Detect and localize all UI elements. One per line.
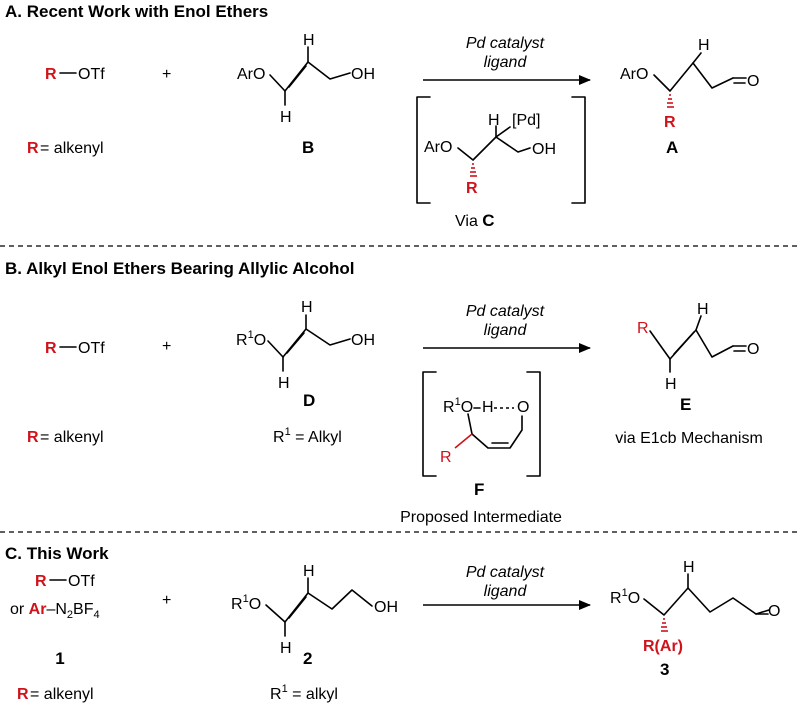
intermediate-c-pd: [Pd] — [512, 112, 540, 129]
section-c: C. This Work R OTf or Ar–N2BF4 1 R = alk… — [5, 544, 780, 703]
r1-definition: R1 = Alkyl — [273, 426, 342, 446]
section-b: B. Alkyl Enol Ethers Bearing Allylic Alc… — [5, 259, 763, 526]
bracket-left — [422, 371, 437, 477]
product-a-hashed-bond — [667, 94, 674, 108]
product-3-h: H — [683, 559, 695, 576]
plus-sign: + — [162, 592, 171, 609]
product-e-r: R — [637, 320, 649, 337]
product-3-r-ar: R(Ar) — [643, 638, 683, 655]
section-c-title: C. This Work — [5, 544, 109, 563]
substrate-2-h-top: H — [303, 563, 315, 580]
r-definition-r: R — [27, 429, 39, 446]
substrate-b-aro: ArO — [237, 66, 265, 83]
intermediate-f-label: F — [474, 480, 484, 499]
substrate-2-h-bottom: H — [280, 640, 292, 657]
substrate-d-double-bond — [286, 332, 305, 354]
condition-line-1: Pd catalyst — [466, 35, 545, 52]
r-definition-r: R — [17, 686, 29, 703]
via-text: Via C — [455, 211, 495, 230]
section-a: A. Recent Work with Enol Ethers R OTf + … — [5, 2, 759, 230]
reagent-otf: OTf — [68, 573, 95, 590]
via-label: C — [482, 211, 494, 230]
condition-line-2: ligand — [484, 322, 528, 339]
r1-definition: R1 = alkyl — [270, 683, 338, 703]
intermediate-f-skeleton — [467, 413, 523, 449]
substrate-2-r1o: R1O — [231, 593, 261, 613]
substrate-2-oh: OH — [374, 599, 398, 616]
intermediate-c-hashed-bond — [470, 163, 477, 177]
product-3-hashed-bond — [661, 618, 668, 632]
bracket-right — [571, 96, 586, 204]
r-definition-text: = alkenyl — [40, 140, 104, 157]
condition-line-2: ligand — [484, 54, 528, 71]
intermediate-c-oh: OH — [532, 141, 556, 158]
product-a-o: O — [747, 73, 759, 90]
substrate-d-oh: OH — [351, 332, 375, 349]
condition-line-1: Pd catalyst — [466, 564, 545, 581]
product-e-caption: via E1cb Mechanism — [615, 430, 763, 447]
substrate-d-h-top: H — [301, 299, 313, 316]
product-3-o: O — [768, 603, 780, 620]
intermediate-f-r-bond — [454, 433, 473, 449]
product-a-h: H — [698, 37, 710, 54]
product-a-r: R — [664, 114, 676, 131]
intermediate-c-h: H — [488, 112, 500, 129]
product-e-h-bottom: H — [665, 376, 677, 393]
substrate-b-skeleton — [269, 61, 351, 92]
product-3-label: 3 — [660, 660, 669, 679]
bracket-left — [416, 96, 431, 204]
substrate-d-h-bottom: H — [278, 375, 290, 392]
substrate-b-h-top: H — [303, 32, 315, 49]
intermediate-caption: Proposed Intermediate — [400, 509, 562, 526]
product-e-label: E — [680, 395, 691, 414]
r-definition-r: R — [27, 140, 39, 157]
condition-line-1: Pd catalyst — [466, 303, 545, 320]
substrate-b-label: B — [302, 138, 314, 157]
condition-line-2: ligand — [484, 583, 528, 600]
substrate-2-skeleton — [265, 589, 373, 623]
substrate-b-h-bottom: H — [280, 109, 292, 126]
product-3-skeleton — [643, 587, 770, 616]
intermediate-f-o2: O — [517, 399, 529, 416]
product-e-double-bond — [673, 331, 695, 355]
substrate-b-double-bond — [288, 65, 307, 88]
plus-sign: + — [162, 66, 171, 83]
section-b-title: B. Alkyl Enol Ethers Bearing Allylic Alc… — [5, 259, 355, 278]
reagent-diazonium: or Ar–N2BF4 — [10, 601, 100, 621]
product-a-aro: ArO — [620, 66, 648, 83]
substrate-b-oh: OH — [351, 66, 375, 83]
intermediate-f-r: R — [440, 449, 452, 466]
intermediate-c-r: R — [466, 180, 478, 197]
intermediate-c-aro: ArO — [424, 139, 452, 156]
reagent-label: 1 — [55, 649, 64, 668]
product-3-r1o: R1O — [610, 587, 640, 607]
reagent-r: R — [35, 573, 47, 590]
reagent-otf: OTf — [78, 66, 105, 83]
reagent-r: R — [45, 66, 57, 83]
substrate-d-label-r1o: R1O — [236, 329, 266, 349]
section-a-title: A. Recent Work with Enol Ethers — [5, 2, 268, 21]
r-definition-text: = alkenyl — [30, 686, 94, 703]
substrate-2-label: 2 — [303, 649, 312, 668]
substrate-2-double-bond — [288, 596, 307, 619]
intermediate-c-skeleton — [457, 136, 531, 161]
intermediate-f-h: H — [482, 399, 494, 416]
reagent-otf: OTf — [78, 340, 105, 357]
r-definition-text: = alkenyl — [40, 429, 104, 446]
plus-sign: + — [162, 338, 171, 355]
substrate-d-skeleton — [267, 328, 351, 358]
reagent-r: R — [45, 340, 57, 357]
intermediate-f-r1o: R1O — [443, 396, 473, 416]
product-a-skeleton — [653, 62, 734, 92]
substrate-d-label: D — [303, 391, 315, 410]
product-a-label: A — [666, 138, 678, 157]
product-e-o: O — [747, 341, 759, 358]
product-e-h-top: H — [697, 301, 709, 318]
bracket-right — [526, 371, 541, 477]
